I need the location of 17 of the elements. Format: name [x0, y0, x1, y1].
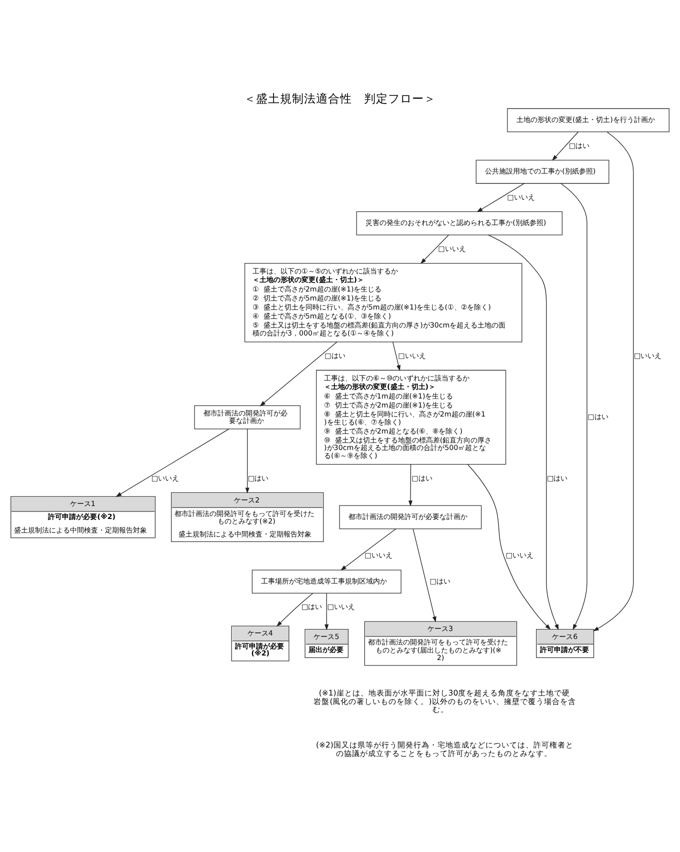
arrow [324, 593, 329, 630]
arrow [408, 464, 413, 506]
arrow [592, 132, 634, 632]
arrow [392, 342, 400, 372]
arrow [260, 342, 338, 406]
arrow [412, 528, 436, 622]
arrow [476, 183, 525, 212]
arrow [276, 593, 314, 627]
arrow [488, 234, 559, 630]
arrow [116, 428, 230, 497]
arrow [245, 428, 250, 494]
arrow [560, 183, 588, 630]
arrow [467, 464, 551, 630]
diagram-title: ＜盛土規制法適合性 判定フロー＞ [244, 91, 436, 106]
arrow [552, 132, 578, 161]
arrow [340, 528, 396, 570]
arrow [420, 234, 449, 264]
